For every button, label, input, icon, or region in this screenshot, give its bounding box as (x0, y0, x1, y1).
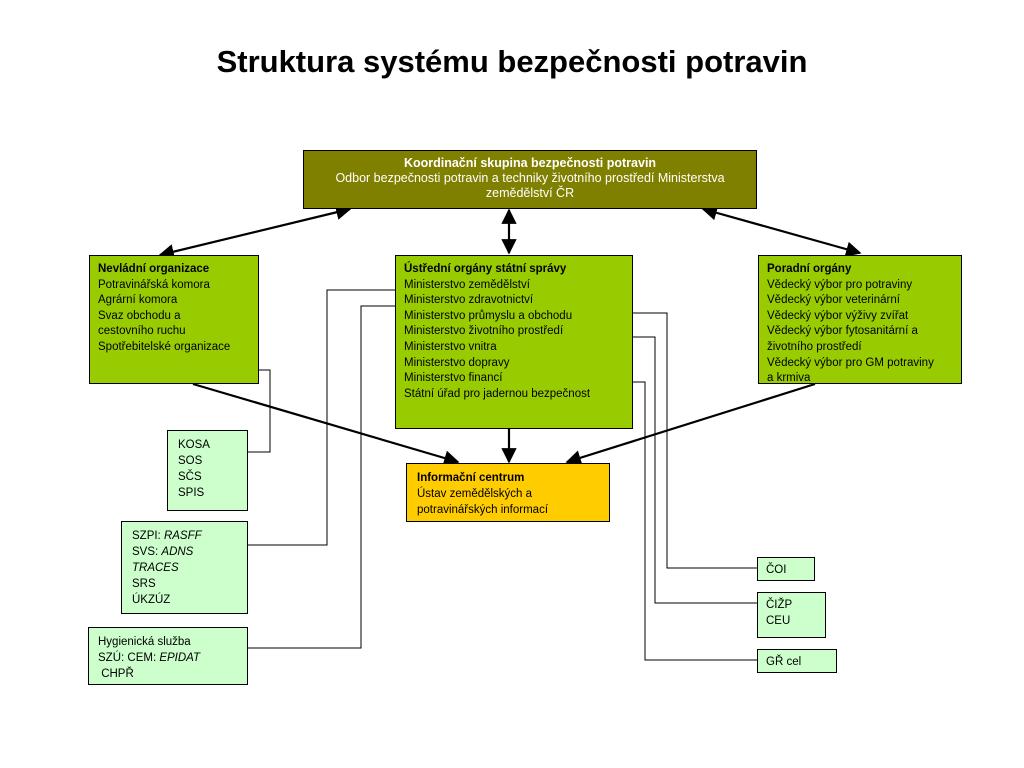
info-center-item: potravinářských informací (417, 504, 549, 516)
gr-item: GŘ cel (766, 656, 802, 668)
coordination-text: Odbor bezpečnosti potravin a techniky ži… (335, 171, 725, 200)
szpi-line-1: SZPI: RASFF (132, 530, 202, 542)
coordination-heading: Koordinační skupina bezpečnosti potravin (403, 156, 657, 170)
ngo-item: Potravinářská komora (98, 278, 210, 291)
cizp-item: CEU (766, 615, 791, 627)
coordination-group-box: Koordinační skupina bezpečnosti potravin… (303, 150, 757, 209)
szpi-box: SZPI: RASFF SVS: ADNS TRACES SRS ÚKZÚZ (121, 521, 248, 614)
advisory-bodies-box: Poradní orgány Vědecký výbor pro potravi… (758, 255, 962, 384)
gr-box: GŘ cel (757, 649, 837, 673)
line-ngo-kosa (248, 369, 271, 453)
central-item: Ministerstvo vnitra (404, 340, 497, 353)
advisory-item: Vědecký výbor výživy zvířat (767, 309, 909, 322)
central-item: Ministerstvo průmyslu a obchodu (404, 309, 573, 322)
central-item: Ministerstvo zemědělství (404, 278, 530, 291)
line-central-cizp (633, 336, 757, 604)
central-item: Ministerstvo dopravy (404, 356, 510, 369)
central-item: Ministerstvo životního prostředí (404, 325, 564, 338)
central-item: Ministerstvo zdravotnictví (404, 294, 534, 307)
central-item: Ministerstvo financí (404, 372, 503, 385)
advisory-item: Vědecký výbor pro GM potraviny (767, 356, 934, 369)
page-title: Struktura systému bezpečnosti potravin (216, 44, 808, 79)
information-center-box: Informační centrum Ústav zemědělských a … (406, 463, 610, 522)
ngo-item: Spotřebitelské organizace (98, 340, 231, 353)
coi-item: ČOI (766, 564, 787, 576)
hygiene-line-2: SZÚ: CEM: EPIDAT (98, 652, 201, 664)
line-central-szpi (248, 289, 395, 546)
ngo-item: Svaz obchodu a (98, 309, 181, 322)
advisory-item: a krmiva (767, 372, 811, 384)
hygiene-line-3: CHPŘ (98, 668, 134, 680)
hygiene-line-1: Hygienická služba (98, 636, 191, 648)
advisory-heading: Poradní orgány (767, 263, 852, 275)
szpi-line-5: ÚKZÚZ (132, 594, 171, 606)
kosa-item: SČS (178, 471, 202, 483)
line-central-gr (633, 381, 757, 661)
advisory-item: Vědecký výbor veterinární (767, 294, 900, 307)
kosa-item: SOS (178, 455, 203, 467)
cizp-box: ČIŽP CEU (757, 592, 826, 638)
central-authorities-box: Ústřední orgány státní správy Ministerst… (395, 255, 633, 429)
ngo-item: Agrární komora (98, 294, 178, 307)
line-central-hygiene (248, 305, 395, 649)
info-center-heading: Informační centrum (417, 472, 525, 484)
ngo-heading: Nevládní organizace (98, 263, 210, 275)
info-center-item: Ústav zemědělských a (417, 488, 533, 500)
ngo-box: Nevládní organizace Potravinářská komora… (89, 255, 259, 384)
kosa-box: KOSA SOS SČS SPIS (167, 430, 248, 511)
arrow-coord-advisory (701, 205, 862, 257)
arrow-coord-ngo (158, 204, 352, 260)
szpi-line-2: SVS: ADNS (132, 546, 194, 558)
arrow-advisory-info (565, 382, 816, 466)
kosa-item: KOSA (178, 439, 210, 451)
cizp-item: ČIŽP (766, 599, 793, 611)
szpi-line-4: SRS (132, 578, 156, 590)
coi-box: ČOI (757, 557, 815, 581)
line-central-coi (633, 312, 757, 569)
advisory-item: životního prostředí (767, 340, 862, 353)
hygiene-box: Hygienická služba SZÚ: CEM: EPIDAT CHPŘ (88, 627, 248, 685)
central-heading: Ústřední orgány státní správy (404, 263, 567, 275)
advisory-item: Vědecký výbor fytosanitární a (767, 325, 918, 338)
ngo-item: cestovního ruchu (98, 325, 186, 338)
advisory-item: Vědecký výbor pro potraviny (767, 278, 913, 291)
kosa-item: SPIS (178, 487, 205, 499)
arrow-ngo-info (192, 382, 460, 466)
central-item: Státní úřad pro jadernou bezpečnost (404, 387, 591, 400)
szpi-line-3: TRACES (132, 562, 179, 574)
